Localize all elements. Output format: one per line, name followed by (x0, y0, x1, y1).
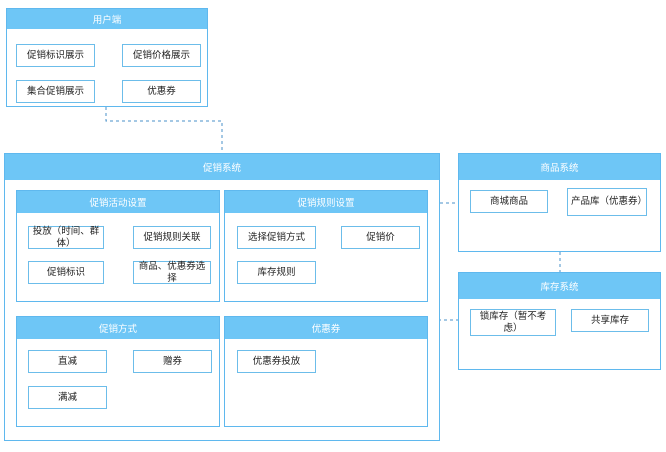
targeting-box: 投放（时间、群体） (28, 226, 104, 249)
promo-tag-box: 促销标识 (28, 261, 104, 284)
product-library-box: 产品库（优惠券） (567, 188, 647, 216)
promo-rule-link-box: 促销规则关联 (133, 226, 211, 249)
direct-discount-box: 直减 (28, 350, 107, 373)
user-end-title: 用户端 (7, 9, 207, 29)
promo-activity-panel: 促销活动设置 投放（时间、群体） 促销规则关联 促销标识 商品、优惠券选择 (16, 190, 220, 302)
goods-system-panel: 商品系统 商城商品 产品库（优惠券） (458, 153, 661, 252)
shared-stock-box: 共享库存 (571, 309, 649, 332)
stock-rule-box: 库存规则 (237, 261, 316, 284)
goods-system-title: 商品系统 (459, 154, 660, 180)
full-reduction-box: 满减 (28, 386, 107, 409)
goods-coupon-select-box: 商品、优惠券选择 (133, 261, 211, 284)
select-method-box: 选择促销方式 (237, 226, 316, 249)
promo-method-title: 促销方式 (17, 317, 219, 339)
stock-system-title: 库存系统 (459, 273, 660, 299)
promo-rule-panel: 促销规则设置 选择促销方式 促销价 库存规则 (224, 190, 428, 302)
promo-activity-title: 促销活动设置 (17, 191, 219, 213)
lock-stock-box: 锁库存（暂不考虑） (470, 309, 556, 336)
stock-system-panel: 库存系统 锁库存（暂不考虑） 共享库存 (458, 272, 661, 370)
promo-method-panel: 促销方式 直减 赠券 满减 (16, 316, 220, 427)
user-end-panel: 用户端 促销标识展示 促销价格展示 集合促销展示 优惠券 (6, 8, 208, 107)
promo-price-box: 促销价 (341, 226, 420, 249)
coupon-title: 优惠券 (225, 317, 427, 339)
coupon-issue-box: 优惠券投放 (237, 350, 316, 373)
promo-price-display-box: 促销价格展示 (122, 44, 201, 67)
gift-coupon-box: 赠券 (133, 350, 212, 373)
coupon-box: 优惠券 (122, 80, 201, 103)
promo-tag-display-box: 促销标识展示 (16, 44, 95, 67)
coupon-panel: 优惠券 优惠券投放 (224, 316, 428, 427)
promo-system-title: 促销系统 (5, 154, 439, 180)
promo-rule-title: 促销规则设置 (225, 191, 427, 213)
mall-goods-box: 商城商品 (470, 190, 548, 213)
bundle-promo-display-box: 集合促销展示 (16, 80, 95, 103)
connector-user-to-promo (105, 107, 223, 153)
